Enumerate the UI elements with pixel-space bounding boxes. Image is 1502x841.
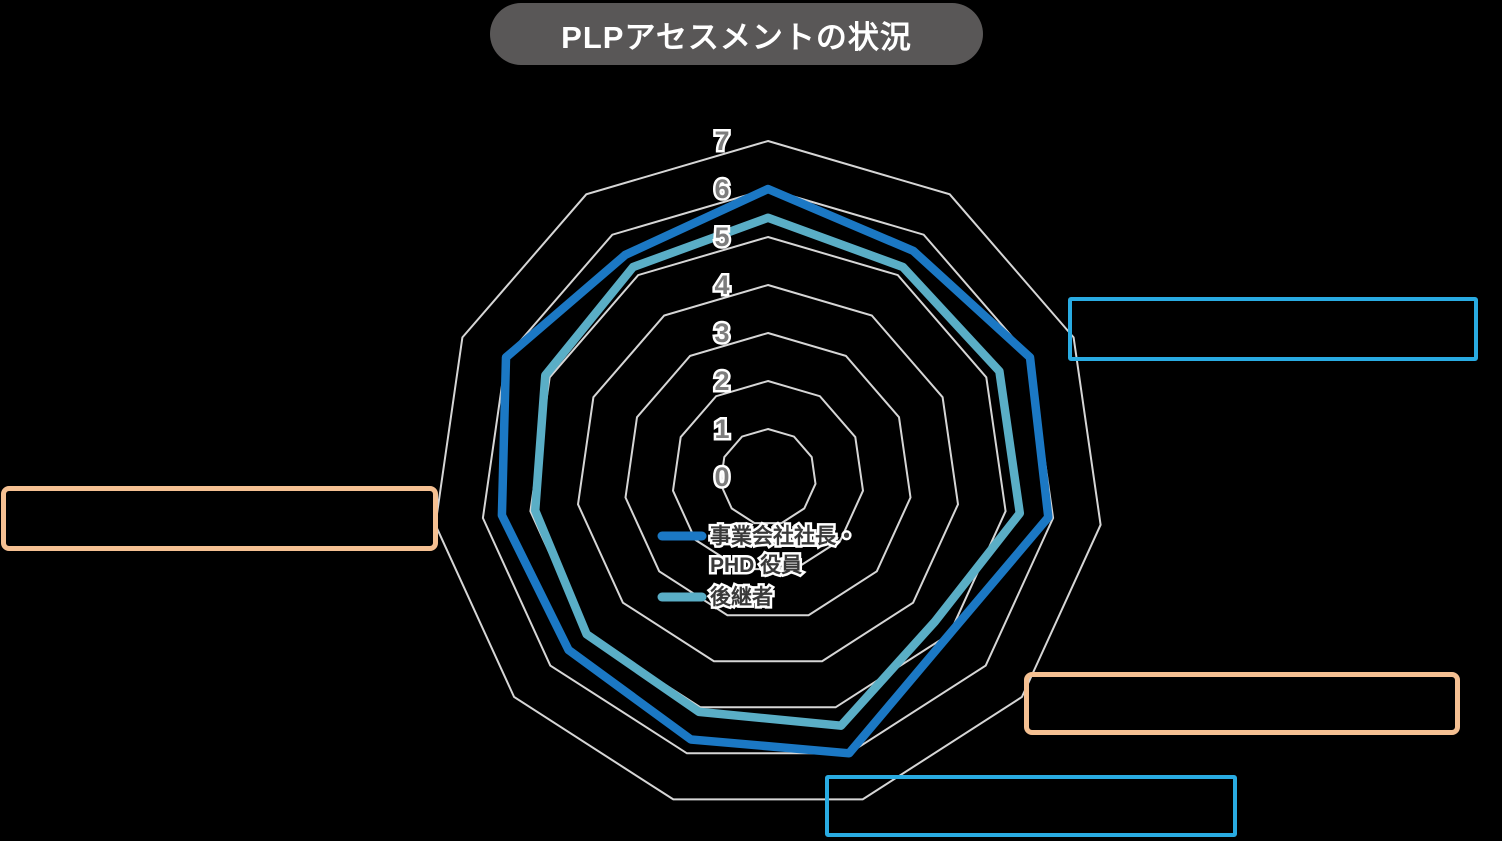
grid-ring-3	[624, 331, 912, 617]
tick-label-5: 5	[714, 222, 729, 252]
grid-ring-7	[434, 139, 1102, 801]
page-title: PLPアセスメントの状況	[490, 3, 983, 65]
tick-label-6: 6	[714, 174, 729, 204]
legend-label-0-0: 事業会社社長・	[710, 524, 857, 548]
grid-ring-6	[481, 187, 1055, 755]
callout-box-right-top	[1068, 297, 1478, 361]
callout-box-right-bottom	[1024, 672, 1460, 735]
grid-ring-4	[576, 283, 960, 663]
tick-label-0: 0	[714, 462, 729, 492]
tick-label-3: 3	[714, 318, 729, 348]
grid-ring-2	[671, 379, 865, 571]
tick-label-1: 1	[714, 414, 729, 444]
grid-ring-5	[529, 235, 1007, 709]
series-polygon-0	[497, 184, 1053, 758]
callout-box-bottom	[825, 775, 1237, 837]
series-polygon-1	[530, 213, 1025, 730]
tick-label-4: 4	[714, 270, 729, 300]
callout-box-left	[1, 486, 438, 551]
tick-label-2: 2	[714, 366, 729, 396]
legend-label-0-1: PHD 役員	[710, 553, 802, 577]
legend-label-1-0: 後継者	[710, 585, 773, 609]
grid-ring-1	[719, 427, 817, 525]
tick-label-7: 7	[714, 126, 729, 156]
